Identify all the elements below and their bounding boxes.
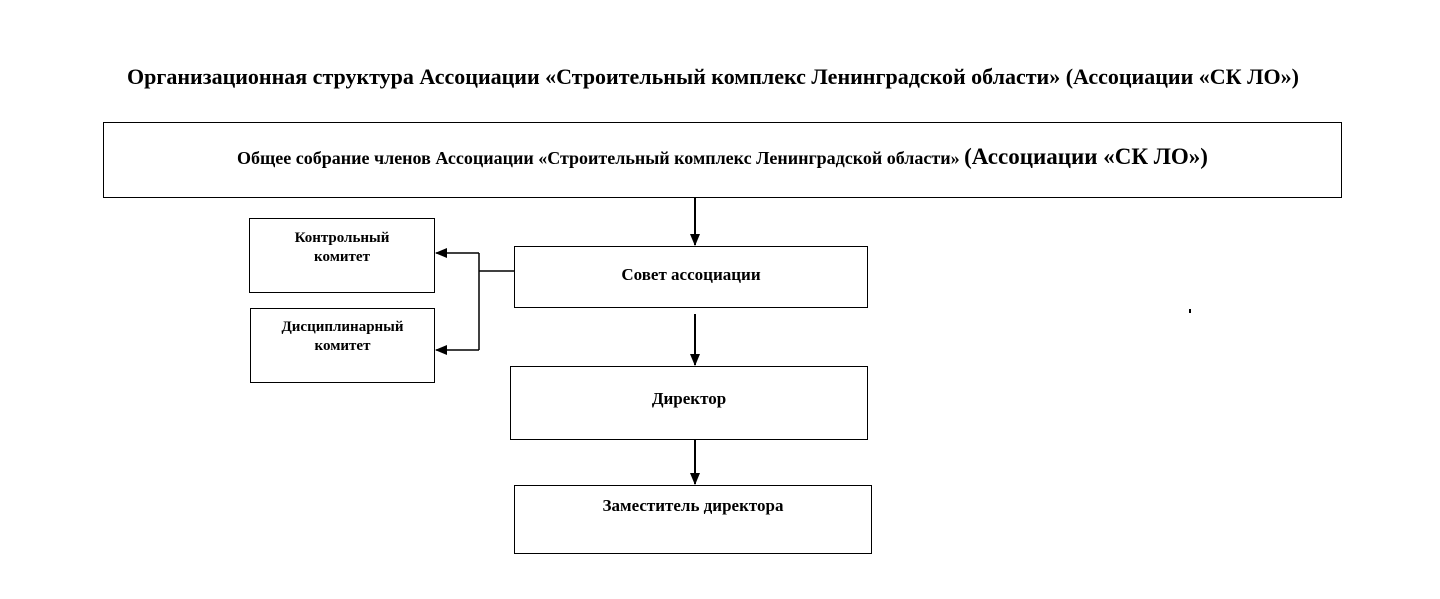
control-committee-box: Контрольный комитет — [249, 218, 435, 293]
deputy-director-box: Заместитель директора — [514, 485, 872, 554]
council-label: Совет ассоциации — [621, 265, 761, 284]
deputy-director-label: Заместитель директора — [602, 496, 784, 515]
stray-mark — [1189, 309, 1191, 313]
general-assembly-box: Общее собрание членов Ассоциации «Строит… — [103, 122, 1342, 198]
general-assembly-label-suffix: (Ассоциации «СК ЛО») — [964, 144, 1208, 169]
council-box: Совет ассоциации — [514, 246, 868, 308]
disciplinary-committee-label: Дисциплинарный комитет — [281, 319, 404, 354]
director-box: Директор — [510, 366, 868, 440]
control-committee-label: Контрольный комитет — [294, 230, 390, 265]
director-label: Директор — [651, 389, 727, 408]
general-assembly-label: Общее собрание членов Ассоциации «Строит… — [237, 144, 1208, 170]
disciplinary-committee-box: Дисциплинарный комитет — [250, 308, 435, 383]
general-assembly-label-main: Общее собрание членов Ассоциации «Строит… — [237, 148, 965, 168]
diagram-title: Организационная структура Ассоциации «Ст… — [127, 64, 1299, 89]
